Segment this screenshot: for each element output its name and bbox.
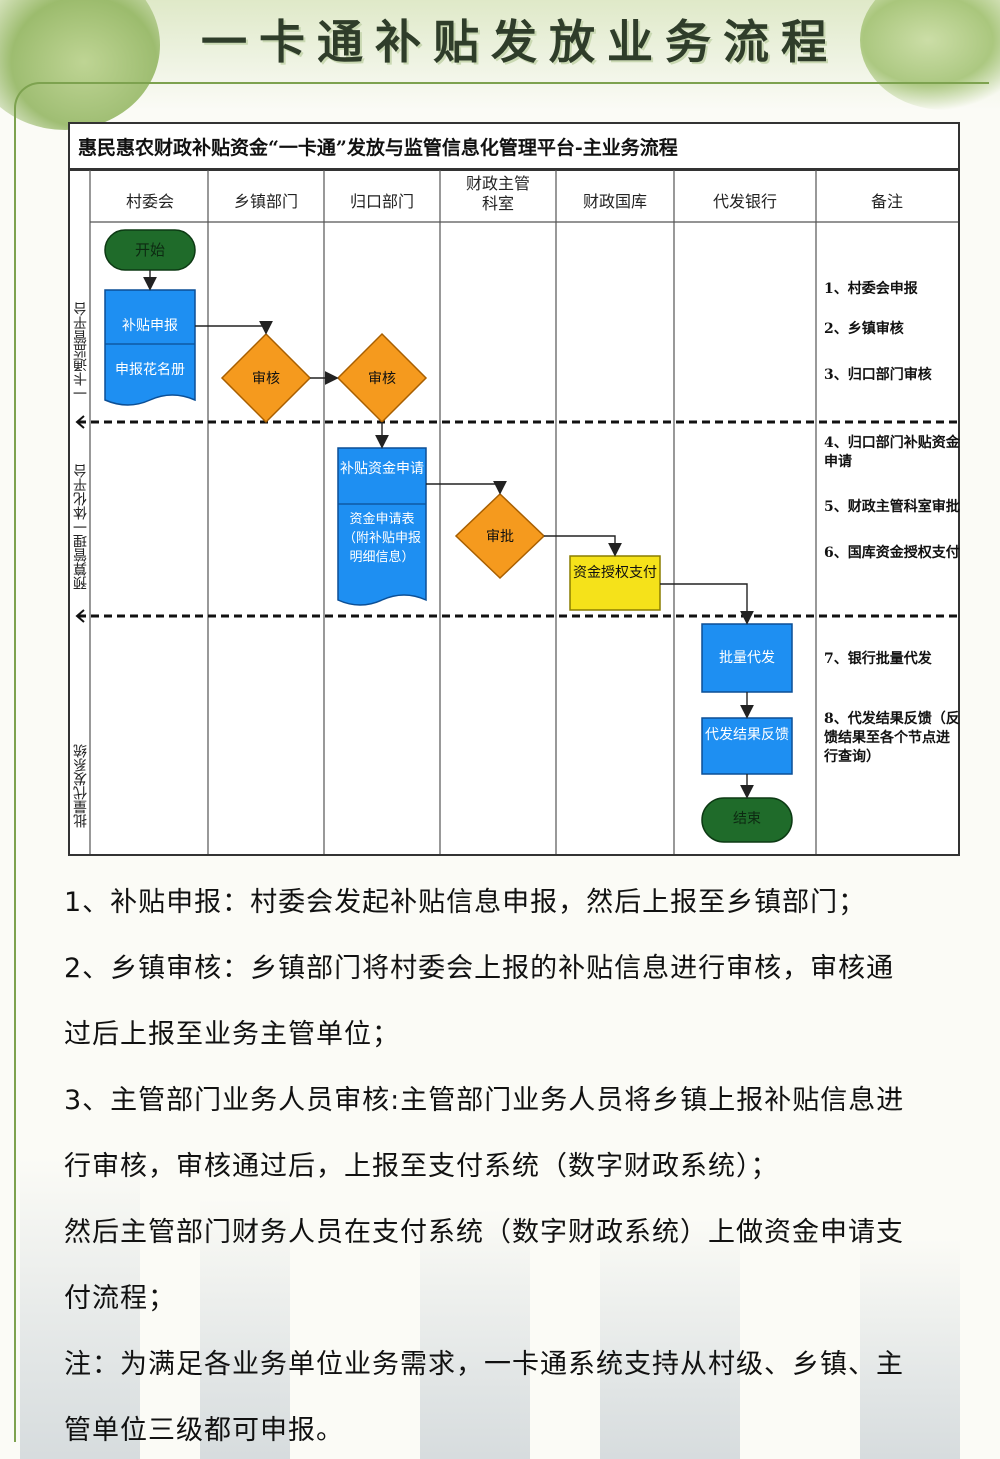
- page-frame: [14, 82, 989, 1442]
- flow-arrow: [426, 480, 507, 495]
- city-building: [600, 1219, 740, 1459]
- subsidy-report-label: 补贴申报: [122, 318, 178, 334]
- lane-header: 财政主管科室: [465, 174, 530, 213]
- fund-apply-node: [337, 447, 427, 606]
- city-building: [200, 1199, 290, 1459]
- flowchart: 惠民惠农财政补贴资金“一卡通”发放与监管信息化管理平台-主业务流程: [68, 122, 960, 856]
- paragraph-line: 注：为满足各业务单位业务需求，一卡通系统支持从村级、乡镇、主: [64, 1349, 904, 1380]
- start-label: 开始: [135, 241, 165, 259]
- city-building: [860, 1239, 960, 1459]
- band-label: 一卡通监管平台: [73, 302, 89, 400]
- flow-arrow: [660, 583, 754, 625]
- paragraph-line: 过后上报至业务主管单位；: [64, 1019, 400, 1050]
- band-label: 预算管理一体化平台: [73, 464, 89, 590]
- paragraph-line: 1、补贴申报：村委会发起补贴信息申报，然后上报至乡镇部门；: [64, 887, 867, 918]
- batch-pay-node: [701, 623, 793, 693]
- paragraph-line: 行审核，审核通过后，上报至支付系统（数字财政系统）；: [64, 1151, 779, 1182]
- review-dept-label: 审核: [368, 371, 396, 387]
- band-label: 批量代发系统: [73, 744, 89, 828]
- paragraph-line: 付流程；: [64, 1283, 176, 1314]
- flow-arrow: [544, 535, 622, 557]
- lane-header: 备注: [870, 192, 903, 211]
- page-title: 一卡通补贴发放业务流程: [201, 15, 839, 69]
- fund-apply-label: 补贴资金申请: [340, 461, 424, 477]
- subsidy-report-node: [104, 289, 196, 406]
- city-building: [420, 1209, 530, 1459]
- note-item: 3、归口部门审核: [824, 367, 932, 383]
- lane-header: 村委会: [125, 192, 174, 211]
- authorize-pay-node: [569, 555, 661, 611]
- flow-arrow: [195, 320, 273, 335]
- paragraph-line: 3、主管部门业务人员审核:主管部门业务人员将乡镇上报补贴信息进: [64, 1085, 905, 1116]
- approve-label: 审批: [486, 529, 514, 545]
- batch-pay-label: 批量代发: [719, 650, 775, 666]
- flowchart-canvas: 开始 补贴申报 申报花名册 审核 审核 审批: [70, 169, 958, 854]
- lane-header: 财政国库: [582, 192, 647, 211]
- lane-header: 代发银行: [712, 192, 777, 211]
- note-item: 8、代发结果反馈（反馈结果至各个节点进行查询）: [824, 711, 960, 765]
- report-roster-label: 申报花名册: [115, 362, 185, 378]
- note-item: 5、财政主管科室审批: [824, 499, 960, 515]
- paragraph-line: 然后主管部门财务人员在支付系统（数字财政系统）上做资金申请支: [64, 1217, 904, 1248]
- fund-apply-form-label: 资金申请表（附补贴申报明细信息）: [342, 512, 421, 565]
- paragraph-line: 2、乡镇审核：乡镇部门将村委会上报的补贴信息进行审核，审核通: [64, 953, 895, 984]
- paragraph-line: 管单位三级都可申报。: [64, 1415, 344, 1446]
- pay-feedback-label: 代发结果反馈: [705, 727, 789, 743]
- review-town-node: [220, 332, 312, 424]
- note-item: 2、乡镇审核: [824, 321, 904, 337]
- note-item: 7、银行批量代发: [824, 651, 932, 667]
- note-item: 6、国库资金授权支付: [824, 545, 960, 561]
- lane-header: 归口部门: [349, 192, 414, 211]
- end-label: 结束: [733, 811, 761, 827]
- lane-header: 乡镇部门: [233, 192, 298, 211]
- header-background: [0, 0, 1000, 110]
- approve-node: [454, 492, 546, 580]
- review-town-label: 审核: [252, 371, 280, 387]
- note-item: 1、村委会申报: [824, 281, 918, 297]
- city-building: [20, 1159, 140, 1459]
- authorize-pay-label: 资金授权支付: [573, 565, 657, 581]
- note-item: 4、归口部门补贴资金申请: [824, 435, 960, 470]
